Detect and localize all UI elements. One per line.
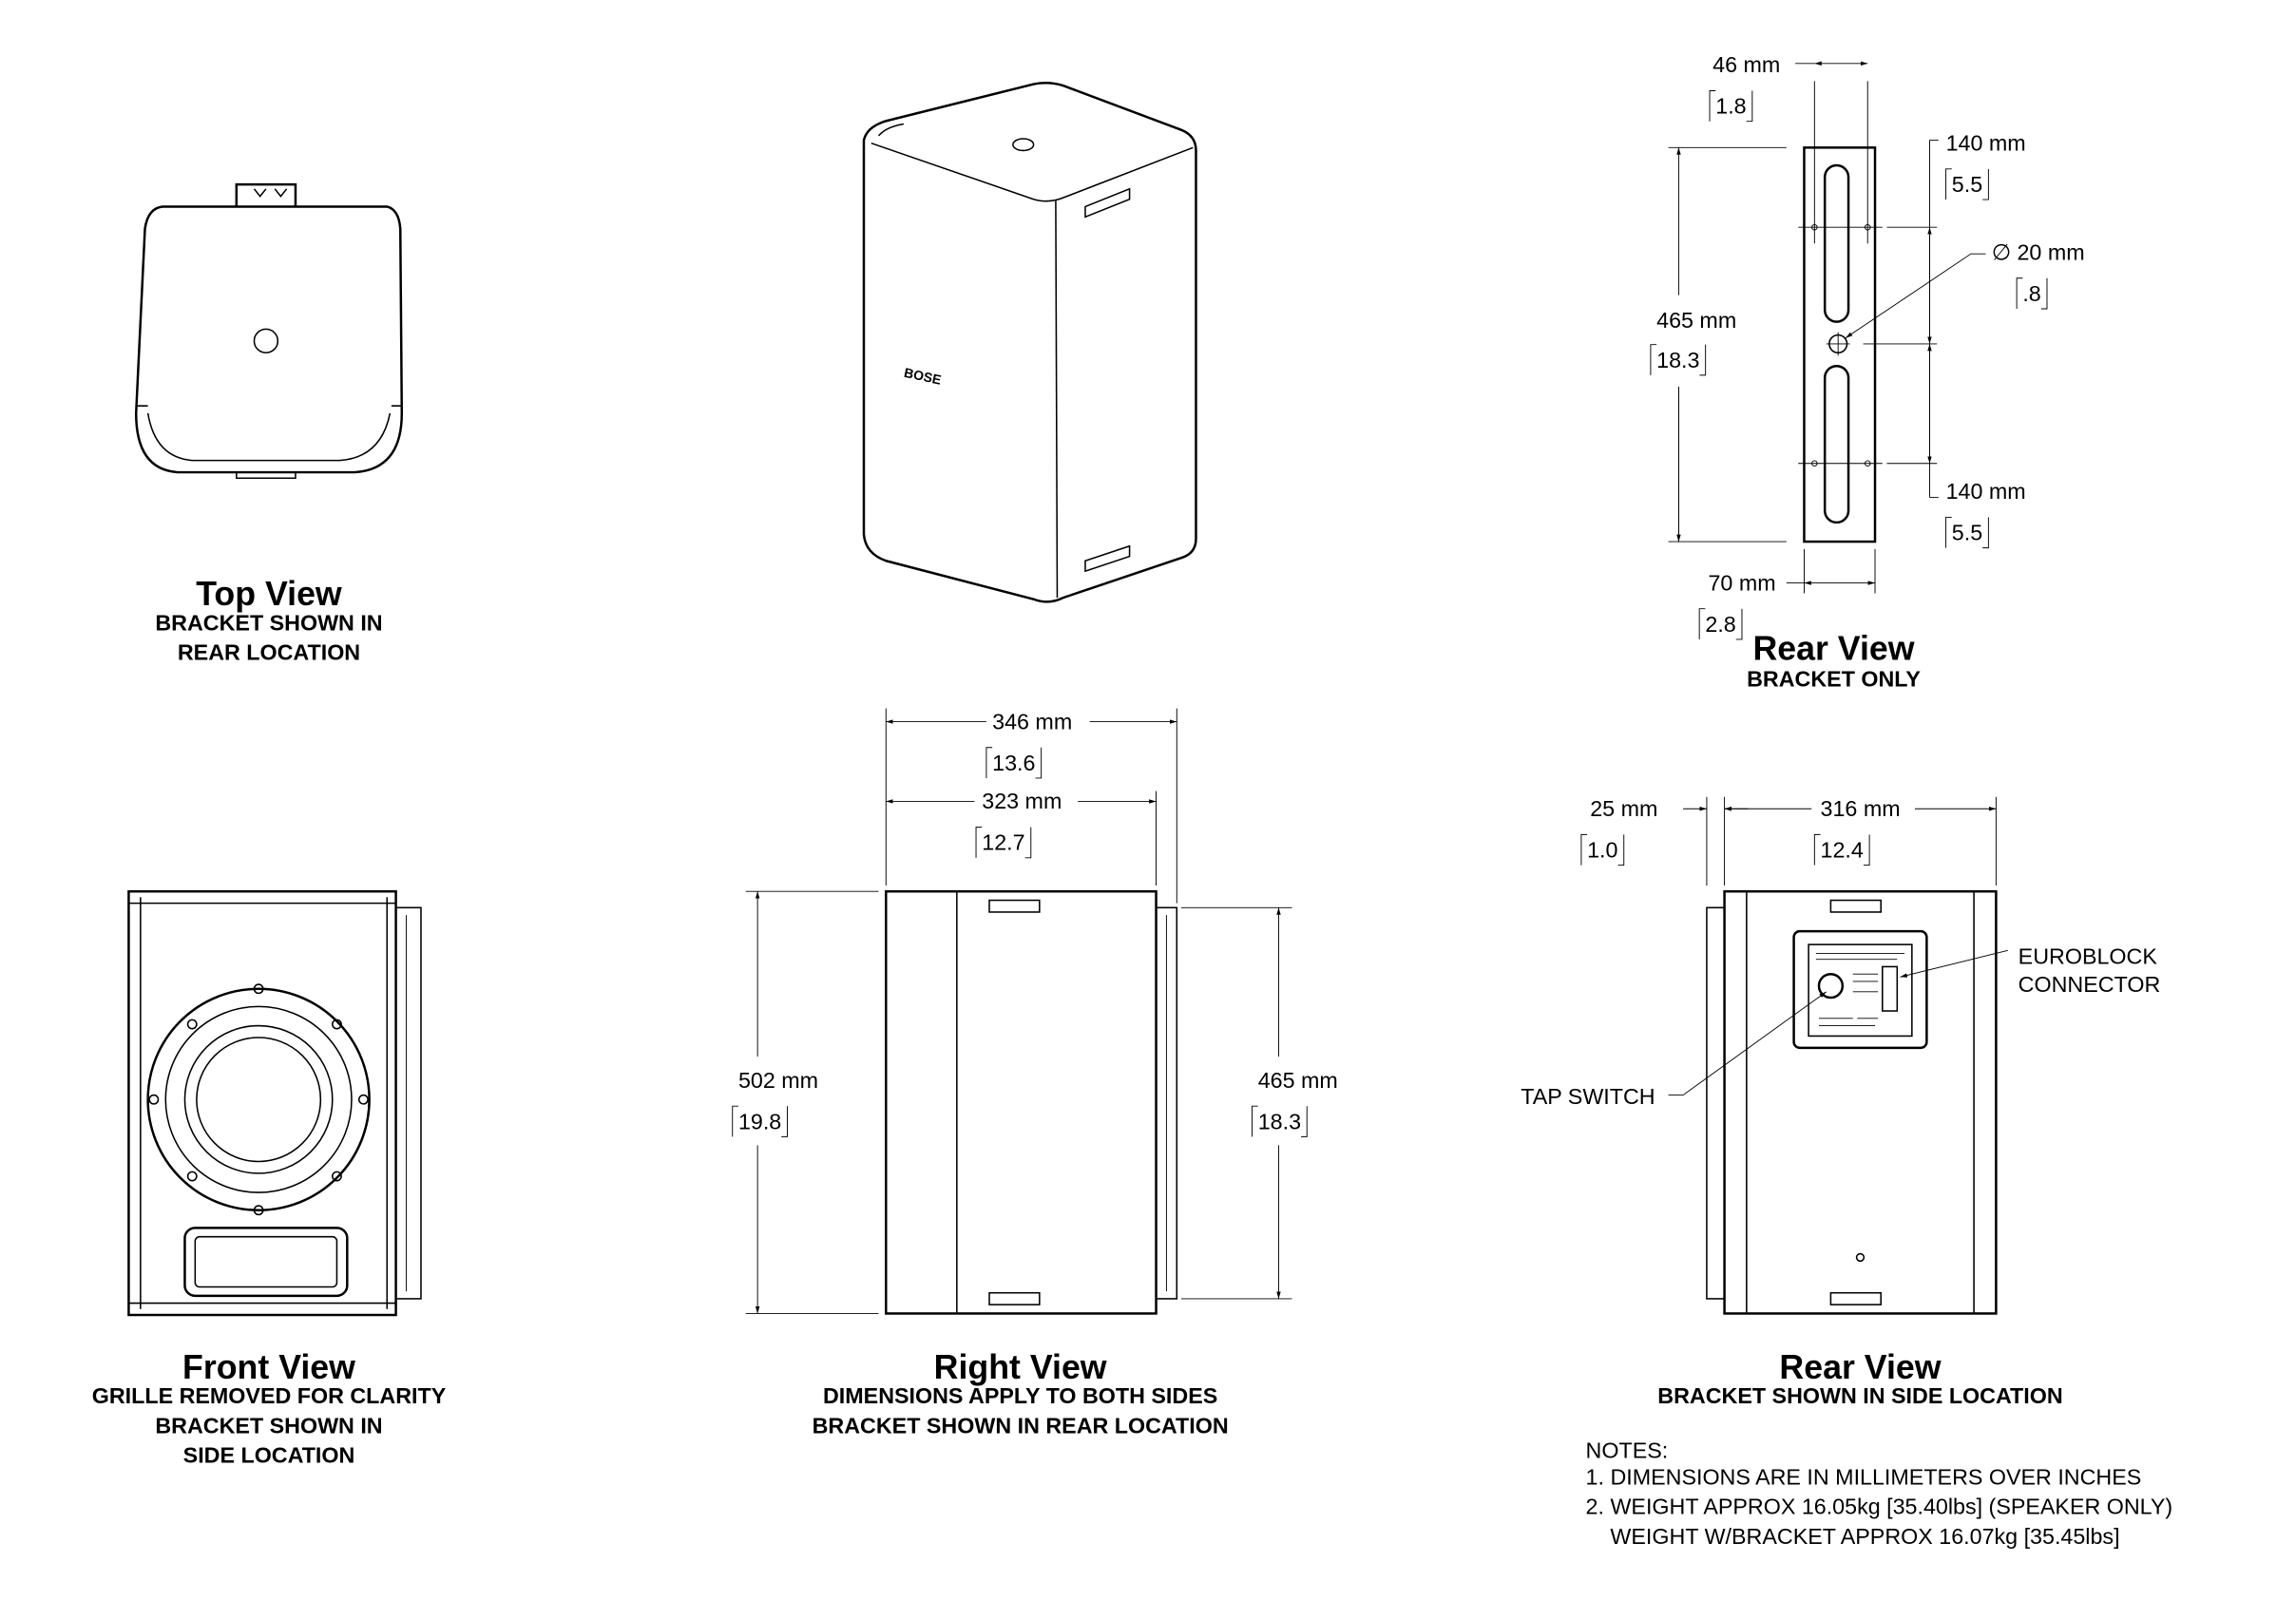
inch-bracket (732, 1105, 788, 1137)
right-view-sub-1: DIMENSIONS APPLY TO BOTH SIDES (823, 1383, 1217, 1408)
inch-bracket (1650, 344, 1707, 376)
inch-bracket (2016, 277, 2048, 310)
inch-bracket (1252, 1105, 1308, 1137)
inch-bracket (1945, 516, 1989, 549)
inch-bracket (985, 747, 1043, 779)
notes-heading: NOTES: (1586, 1438, 1669, 1463)
dim-hole-0.8in: .8 (2022, 281, 2040, 306)
dim-12.7in: 12.7 (982, 830, 1024, 855)
dim-140mm-top: 140 mm (1946, 130, 2026, 155)
callout-tap-switch: TAP SWITCH (1521, 1084, 1655, 1109)
dim-346mm: 346 mm (992, 709, 1072, 733)
top-view-sub-1: BRACKET SHOWN IN (155, 610, 382, 635)
callout-euroblock-2: CONNECTOR (2019, 972, 2161, 997)
bose-logo: BOSE (903, 365, 943, 388)
dim-hole-20mm: ∅ 20 mm (1992, 239, 2085, 264)
inch-bracket (1813, 833, 1870, 867)
front-view-sub-2: BRACKET SHOWN IN (155, 1413, 382, 1438)
rear-side-sub: BRACKET SHOWN IN SIDE LOCATION (1657, 1383, 2062, 1408)
front-view-sub-3: SIDE LOCATION (183, 1442, 355, 1467)
dim-316mm: 316 mm (1821, 796, 1901, 821)
note-3: WEIGHT W/BRACKET APPROX 16.07kg [35.45lb… (1586, 1524, 2120, 1549)
note-2: 2. WEIGHT APPROX 16.05kg [35.40lbs] (SPE… (1586, 1495, 2173, 1519)
top-view-title: Top View (196, 575, 342, 613)
inch-bracket (1945, 168, 1989, 200)
rear-view-side: 25 mm 1.0 316 mm 12.4 EUROBLOCK CONNECTO… (1521, 792, 2160, 1408)
right-view-title: Right View (934, 1348, 1107, 1386)
dim-1.8in: 1.8 (1715, 94, 1746, 119)
rear-bracket-title: Rear View (1752, 629, 1914, 667)
inch-bracket (1709, 90, 1753, 123)
front-view: Front View GRILLE REMOVED FOR CLARITY BR… (92, 889, 447, 1467)
dim-323mm: 323 mm (982, 789, 1062, 813)
notes: NOTES: 1. DIMENSIONS ARE IN MILLIMETERS … (1586, 1438, 2173, 1549)
dim-465mm-bracket: 465 mm (1656, 308, 1736, 333)
dim-25mm: 25 mm (1590, 796, 1657, 821)
dim-13.6in: 13.6 (992, 751, 1035, 775)
dim-465mm-right: 465 mm (1258, 1068, 1338, 1093)
dim-19.8in: 19.8 (738, 1109, 781, 1133)
dim-70mm: 70 mm (1708, 570, 1775, 595)
isometric-view: BOSE (862, 82, 1197, 603)
inch-bracket (1698, 608, 1743, 640)
dim-46mm: 46 mm (1712, 52, 1780, 77)
dim-502mm: 502 mm (738, 1068, 818, 1093)
dim-1.0in: 1.0 (1587, 837, 1617, 862)
dim-5.5in-bottom: 5.5 (1952, 521, 1982, 545)
dim-12.4in: 12.4 (1821, 837, 1864, 862)
dim-5.5in-top: 5.5 (1952, 172, 1982, 197)
rear-view-bracket: 46 mm 1.8 465 mm 18.3 140 mm 5.5 140 mm … (1650, 52, 2085, 691)
rear-bracket-sub: BRACKET ONLY (1747, 666, 1921, 691)
top-view: Top View BRACKET SHOWN IN REAR LOCATION (134, 182, 404, 664)
dim-18.3in-right: 18.3 (1258, 1109, 1301, 1133)
dim-2.8in: 2.8 (1705, 612, 1735, 637)
rear-side-title: Rear View (1779, 1348, 1941, 1386)
top-view-sub-2: REAR LOCATION (178, 639, 360, 664)
note-1: 1. DIMENSIONS ARE IN MILLIMETERS OVER IN… (1586, 1465, 2142, 1490)
inch-bracket (975, 827, 1032, 859)
right-view: 346 mm 13.6 323 mm 12.7 502 mm 19.8 465 … (732, 705, 1338, 1438)
front-view-title: Front View (182, 1348, 355, 1386)
front-view-sub-1: GRILLE REMOVED FOR CLARITY (92, 1383, 447, 1408)
callout-euroblock-1: EUROBLOCK (2019, 943, 2158, 968)
dim-18.3in-bracket: 18.3 (1656, 348, 1699, 372)
inch-bracket (1580, 833, 1625, 867)
dim-140mm-bottom: 140 mm (1946, 479, 2026, 504)
right-view-sub-2: BRACKET SHOWN IN REAR LOCATION (813, 1413, 1229, 1438)
